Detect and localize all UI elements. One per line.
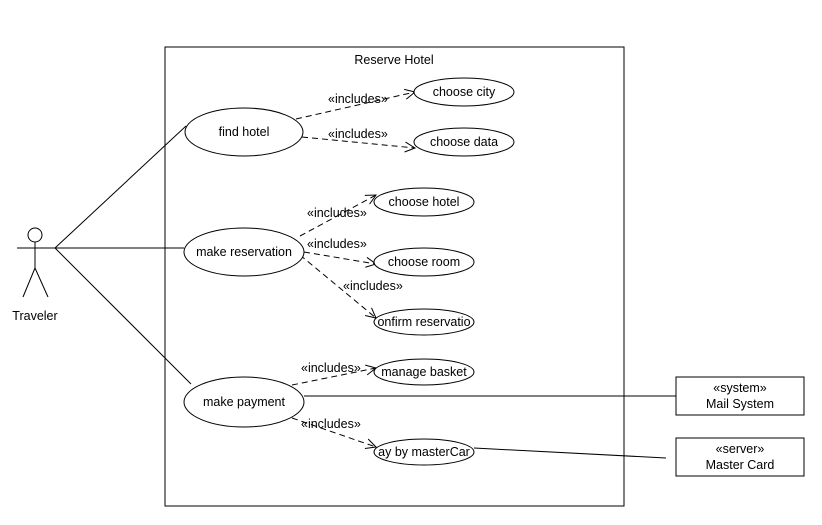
include-edge-reservation-confirm xyxy=(299,254,376,318)
include-label: «includes» xyxy=(328,92,388,106)
include-edge-reservation-choose-hotel xyxy=(299,195,376,237)
include-edge-find-hotel-choose-city xyxy=(295,92,415,120)
use-case-make-payment[interactable]: make payment xyxy=(183,376,305,428)
master-card-name: Master Card xyxy=(706,458,775,472)
master-card-stereotype: «server» xyxy=(716,442,765,456)
use-case-label: find hotel xyxy=(219,125,270,139)
include-edge-payment-mastercard xyxy=(291,417,376,447)
include-label: «includes» xyxy=(301,361,361,375)
actor-label: Traveler xyxy=(12,309,57,323)
mail-system-node[interactable]: «system» Mail System xyxy=(675,376,805,416)
traveler-actor xyxy=(17,227,55,298)
use-case-label: make reservation xyxy=(196,245,292,259)
include-edge-find-hotel-choose-data xyxy=(301,136,415,148)
include-label: «includes» xyxy=(343,279,403,293)
use-case-label: choose city xyxy=(433,85,496,99)
use-case-label: choose room xyxy=(388,255,460,269)
include-edge-reservation-choose-room xyxy=(303,251,376,264)
include-label: «includes» xyxy=(328,127,388,141)
include-edge-payment-manage-basket xyxy=(291,368,376,386)
use-case-make-reservation[interactable]: make reservation xyxy=(183,227,305,277)
use-case-manage-basket[interactable]: manage basket xyxy=(373,358,475,386)
include-label: «includes» xyxy=(307,237,367,251)
use-case-label: onfirm reservatio xyxy=(377,315,470,329)
use-case-choose-city[interactable]: choose city xyxy=(413,77,515,107)
association-make-payment xyxy=(54,247,192,385)
include-label: «includes» xyxy=(307,206,367,220)
system-boundary-title: Reserve Hotel xyxy=(354,53,433,67)
use-case-confirm-reservation[interactable]: onfirm reservatio xyxy=(373,308,475,336)
master-card-node[interactable]: «server» Master Card xyxy=(675,437,805,477)
use-case-label: manage basket xyxy=(381,365,467,379)
include-label: «includes» xyxy=(301,417,361,431)
use-case-choose-data[interactable]: choose data xyxy=(413,127,515,157)
use-case-label: choose hotel xyxy=(389,195,460,209)
use-case-find-hotel[interactable]: find hotel xyxy=(184,107,304,157)
association-find-hotel xyxy=(54,125,187,249)
use-case-choose-hotel[interactable]: choose hotel xyxy=(373,187,475,217)
use-case-pay-by-mastercard[interactable]: ay by masterCar xyxy=(373,438,475,466)
mail-system-name: Mail System xyxy=(706,397,774,411)
system-boundary xyxy=(164,46,625,507)
use-case-choose-room[interactable]: choose room xyxy=(373,247,475,277)
association-master-card xyxy=(473,447,667,459)
use-case-label: make payment xyxy=(203,395,286,409)
use-case-label: choose data xyxy=(430,135,498,149)
use-case-label: ay by masterCar xyxy=(378,445,470,459)
mail-system-stereotype: «system» xyxy=(713,381,767,395)
